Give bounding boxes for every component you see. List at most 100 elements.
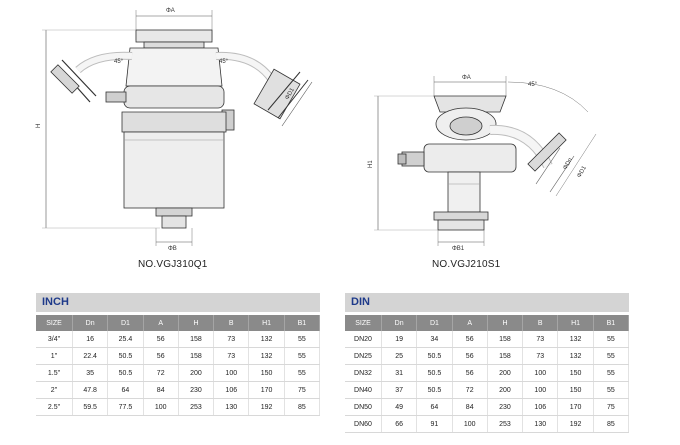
table-cell: 106 bbox=[522, 398, 559, 416]
table-cell: 2" bbox=[36, 381, 73, 399]
table-cell: 130 bbox=[522, 415, 559, 433]
table-cell: 50.5 bbox=[107, 364, 144, 382]
table-cell: 130 bbox=[213, 398, 250, 416]
table-cell: 50.5 bbox=[416, 381, 453, 399]
table-cell: 50.5 bbox=[416, 364, 453, 382]
table-cell: 84 bbox=[143, 381, 179, 399]
table-cell: 72 bbox=[143, 364, 179, 382]
table-cell: 55 bbox=[593, 347, 630, 365]
svg-text:H: H bbox=[36, 124, 42, 128]
table-cell: 91 bbox=[416, 415, 453, 433]
table-cell: 100 bbox=[213, 364, 250, 382]
table-cell: 158 bbox=[487, 331, 524, 348]
table-cell: 25.4 bbox=[107, 331, 144, 348]
column-header: A bbox=[452, 315, 488, 331]
table-cell: 56 bbox=[452, 364, 488, 382]
table-cell: 150 bbox=[557, 381, 594, 399]
table-cell: 56 bbox=[452, 347, 488, 365]
table-cell: 230 bbox=[487, 398, 524, 416]
table-cell: 192 bbox=[248, 398, 285, 416]
table-cell: 55 bbox=[593, 381, 630, 399]
svg-text:ΦA: ΦA bbox=[166, 8, 175, 14]
table-cell: DN32 bbox=[345, 364, 382, 382]
table-cell: 16 bbox=[72, 331, 109, 348]
table-cell: 100 bbox=[522, 364, 559, 382]
svg-text:ΦD1: ΦD1 bbox=[577, 165, 589, 179]
svg-text:ΦDn: ΦDn bbox=[563, 157, 574, 171]
table-cell: DN40 bbox=[345, 381, 382, 399]
table-cell: 55 bbox=[284, 347, 321, 365]
table-cell: 158 bbox=[178, 331, 215, 348]
table-cell: 150 bbox=[248, 364, 285, 382]
drawing-caption-right: NO.VGJ210S1 bbox=[432, 259, 501, 270]
table-cell: 73 bbox=[522, 347, 559, 365]
table-cell: 3/4" bbox=[36, 331, 73, 348]
table-cell: DN25 bbox=[345, 347, 382, 365]
table-cell: 55 bbox=[284, 331, 321, 348]
table-cell: 158 bbox=[178, 347, 215, 365]
table-cell: 170 bbox=[557, 398, 594, 416]
svg-text:ΦB: ΦB bbox=[168, 246, 177, 252]
svg-text:45°: 45° bbox=[114, 59, 124, 65]
table-cell: 35 bbox=[72, 364, 109, 382]
column-header: B1 bbox=[284, 315, 321, 331]
table-cell: 150 bbox=[557, 364, 594, 382]
table-cell: 75 bbox=[593, 398, 630, 416]
table-cell: 253 bbox=[178, 398, 215, 416]
table-cell: 50.5 bbox=[416, 347, 453, 365]
table-cell: 200 bbox=[487, 381, 524, 399]
table-cell: 230 bbox=[178, 381, 215, 399]
table-cell: DN20 bbox=[345, 331, 382, 348]
table-cell: 56 bbox=[143, 331, 179, 348]
table-cell: 22.4 bbox=[72, 347, 109, 365]
column-header: H1 bbox=[557, 315, 594, 331]
table-cell: 1.5" bbox=[36, 364, 73, 382]
table-cell: 85 bbox=[284, 398, 321, 416]
column-header: H bbox=[178, 315, 215, 331]
valve-drawing-vgj210s1 bbox=[374, 76, 597, 246]
table-cell: 72 bbox=[452, 381, 488, 399]
table-cell: 56 bbox=[452, 331, 488, 348]
svg-text:ΦB1: ΦB1 bbox=[452, 246, 465, 252]
table-cell: 75 bbox=[284, 381, 321, 399]
table-cell: 73 bbox=[213, 331, 250, 348]
table-cell: 100 bbox=[522, 381, 559, 399]
column-header: H bbox=[487, 315, 524, 331]
column-header: B1 bbox=[593, 315, 630, 331]
valve-drawing-vgj310q1 bbox=[42, 10, 313, 246]
table-cell: 158 bbox=[487, 347, 524, 365]
table-cell: 64 bbox=[107, 381, 144, 399]
table-cell: 59.5 bbox=[72, 398, 109, 416]
svg-text:45°: 45° bbox=[219, 59, 229, 65]
table-cell: 132 bbox=[557, 347, 594, 365]
table-cell: 25 bbox=[381, 347, 418, 365]
table-cell: 73 bbox=[522, 331, 559, 348]
table-cell: 106 bbox=[213, 381, 250, 399]
table-cell: 66 bbox=[381, 415, 418, 433]
column-header: Dn bbox=[381, 315, 418, 331]
column-header: SIZE bbox=[345, 315, 382, 331]
table-cell: 77.5 bbox=[107, 398, 144, 416]
table-cell: 56 bbox=[143, 347, 179, 365]
column-header: D1 bbox=[107, 315, 144, 331]
table-cell: 100 bbox=[452, 415, 488, 433]
table-cell: 192 bbox=[557, 415, 594, 433]
svg-text:45°: 45° bbox=[528, 82, 538, 88]
table-cell: 37 bbox=[381, 381, 418, 399]
table-cell: 200 bbox=[178, 364, 215, 382]
table-cell: 100 bbox=[143, 398, 179, 416]
